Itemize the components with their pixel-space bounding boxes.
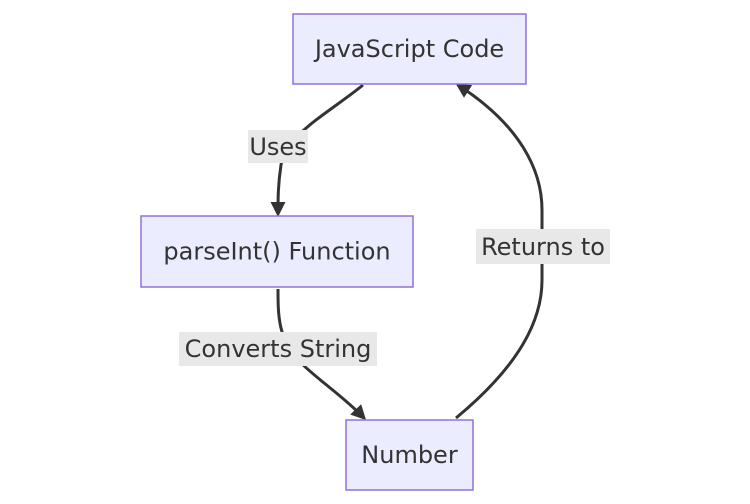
node-parseint-function: parseInt() Function: [140, 215, 414, 288]
node-javascript-code-box: [292, 13, 527, 85]
edge-label-returns-to-bg: [476, 229, 610, 264]
edge-label-returns-to: Returns to: [476, 229, 610, 264]
edge-label-uses-bg: [248, 130, 308, 163]
edge-label-converts-string-text: Converts String: [185, 335, 372, 363]
edge-label-uses-text: Uses: [249, 133, 306, 161]
edge-label-returns-to-text: Returns to: [481, 233, 605, 261]
node-number-box: [345, 419, 474, 491]
node-javascript-code-label: JavaScript Code: [313, 35, 504, 63]
node-parseint-function-box: [140, 215, 414, 288]
edge-label-converts-string-bg: [179, 332, 377, 366]
edge-label-converts-string: Converts String: [179, 332, 377, 366]
node-parseint-function-label: parseInt() Function: [163, 238, 390, 266]
node-javascript-code: JavaScript Code: [292, 13, 527, 85]
edge-returns-to: [455, 83, 544, 420]
edge-returns-to-line: [455, 83, 544, 420]
node-number: Number: [345, 419, 474, 491]
edge-label-uses: Uses: [248, 130, 308, 163]
node-number-label: Number: [361, 441, 458, 469]
